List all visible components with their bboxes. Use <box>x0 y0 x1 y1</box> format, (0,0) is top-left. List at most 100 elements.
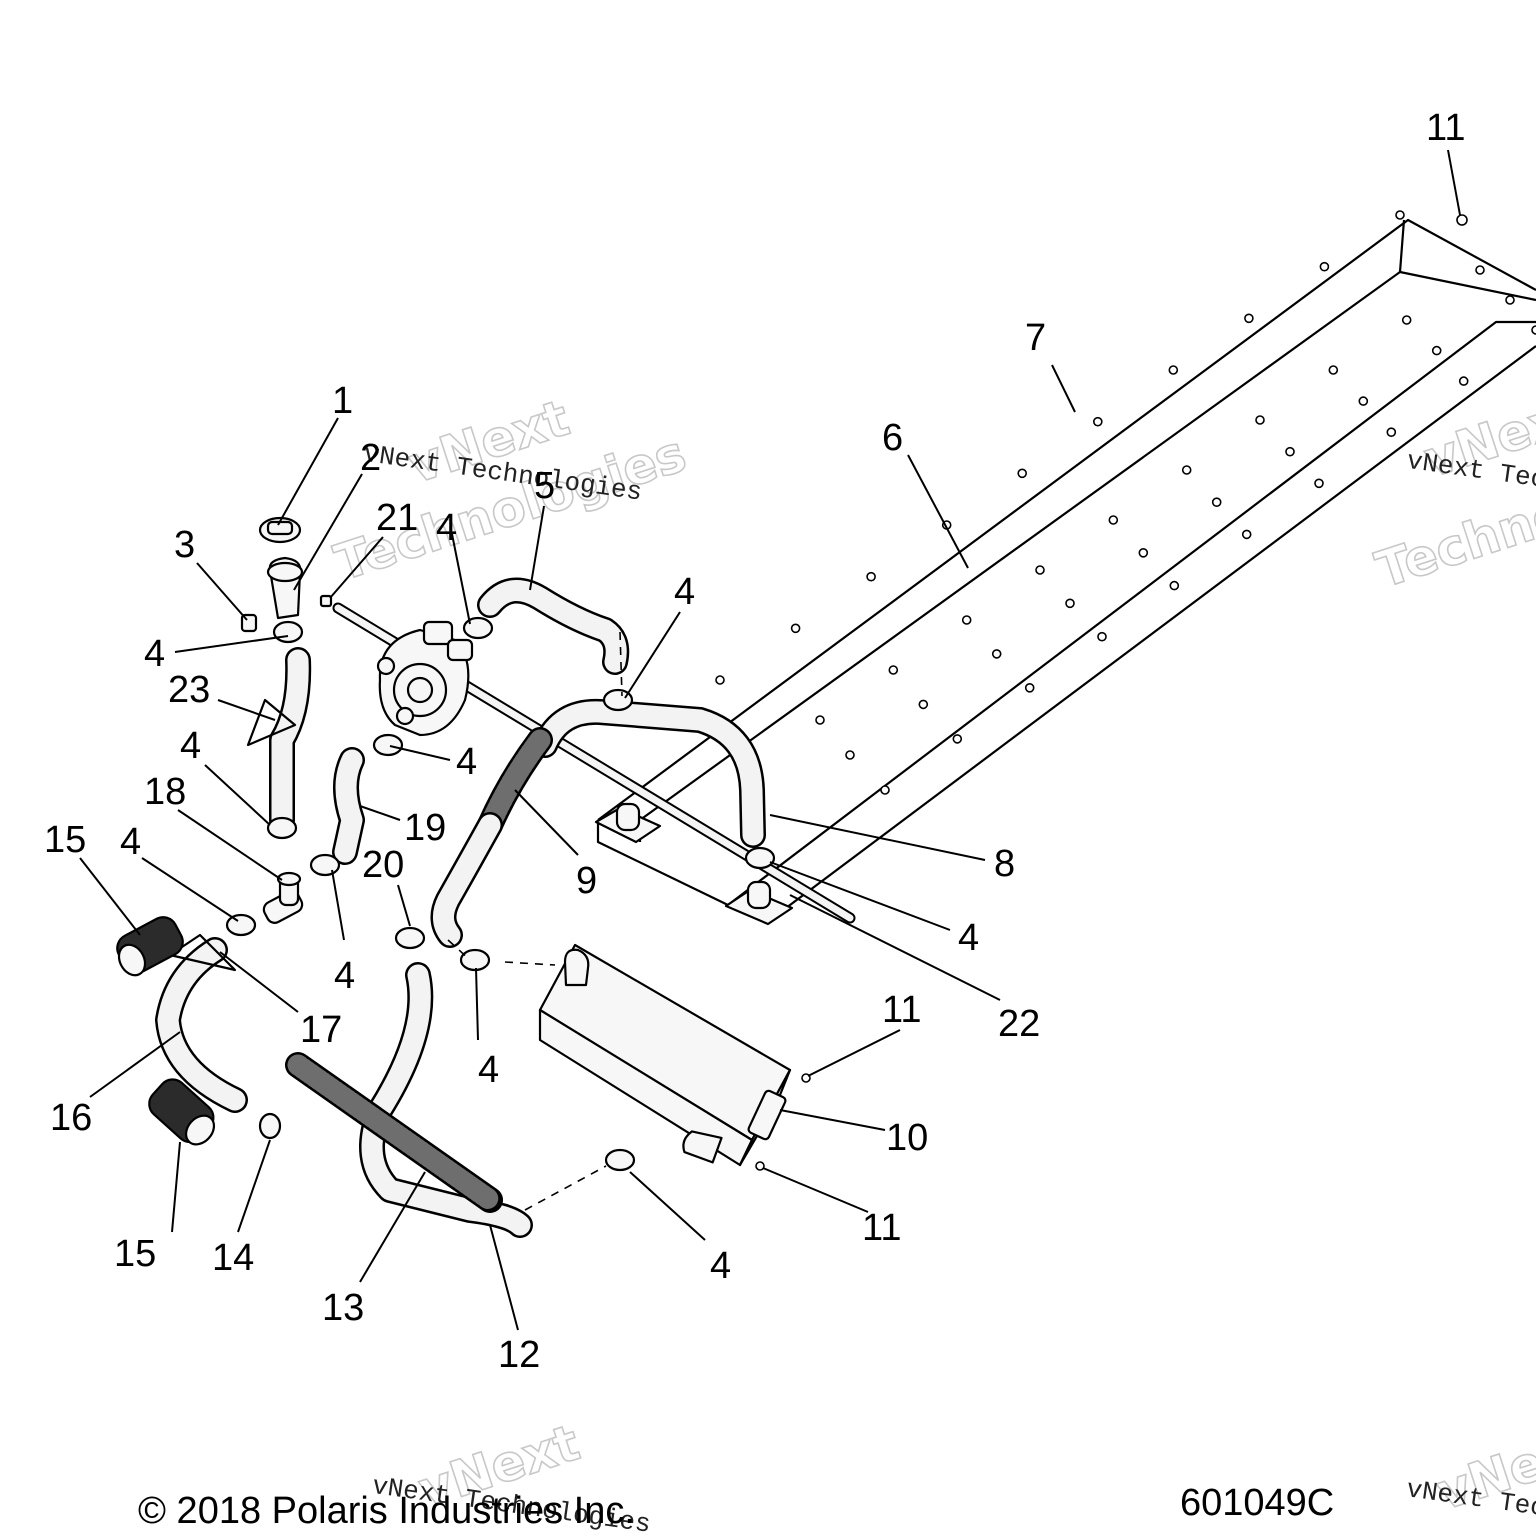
hose-clamp-group <box>225 616 776 1172</box>
rivet <box>1168 365 1179 375</box>
callout-18: 18 <box>144 771 186 813</box>
callout-21: 21 <box>376 497 418 539</box>
pipe-12 <box>359 962 533 1238</box>
rivet <box>1531 325 1536 335</box>
callout-15: 15 <box>114 1233 156 1275</box>
rivet <box>1328 365 1339 375</box>
rivet <box>1431 345 1442 356</box>
callout-labels: 1 2 3 4 4 4 4 4 4 4 4 4 4 4 5 6 7 8 9 10… <box>44 107 1465 1376</box>
rivet <box>1138 547 1149 558</box>
coupler-15-top <box>116 916 184 977</box>
rivet <box>888 665 899 675</box>
rivet <box>1255 415 1265 425</box>
hose-16 <box>155 933 248 1113</box>
hose-clamp <box>462 616 494 640</box>
rivet <box>1035 565 1045 575</box>
rivet <box>845 750 855 760</box>
fastener-11-top <box>1456 214 1468 226</box>
rivet <box>880 785 890 795</box>
callout-4: 4 <box>144 633 165 675</box>
callout-9: 9 <box>576 860 597 902</box>
rivet <box>1475 265 1485 275</box>
callout-20: 20 <box>362 844 404 886</box>
callout-4: 4 <box>478 1049 499 1091</box>
callout-15: 15 <box>44 819 86 861</box>
callout-12: 12 <box>498 1334 540 1376</box>
hose-clamp <box>604 1148 636 1172</box>
rivet <box>1285 446 1295 457</box>
rivet <box>1358 396 1369 406</box>
rivet <box>1319 261 1330 272</box>
flow-lines <box>447 631 623 1211</box>
hose-9 <box>430 727 553 948</box>
rivet <box>790 623 801 634</box>
rivet <box>1108 515 1119 525</box>
callout-4: 4 <box>436 507 457 549</box>
callout-6: 6 <box>882 417 903 459</box>
callout-14: 14 <box>212 1237 254 1279</box>
rivet <box>1386 427 1397 438</box>
rivet-group <box>715 210 1536 795</box>
rivet <box>715 675 725 685</box>
tee-fitting <box>262 871 304 924</box>
clamp-14 <box>258 1112 282 1140</box>
rivet <box>1314 478 1324 489</box>
hose-clamp <box>459 948 491 972</box>
leader-lines <box>79 149 1461 1331</box>
tunnel-channel <box>594 218 1536 926</box>
callout-8: 8 <box>994 843 1015 885</box>
callout-4: 4 <box>674 571 695 613</box>
callout-10: 10 <box>886 1117 928 1159</box>
rivet <box>1395 210 1405 220</box>
corrugated-sleeve-13 <box>285 1052 503 1213</box>
rivet <box>1065 598 1075 609</box>
hose-clamp <box>602 688 634 712</box>
rivet <box>1244 313 1254 324</box>
heat-exchanger <box>538 943 792 1167</box>
rivet <box>1211 497 1222 508</box>
callout-4: 4 <box>180 725 201 767</box>
callout-4: 4 <box>710 1245 731 1287</box>
rivet <box>961 615 972 625</box>
rivet <box>1181 465 1192 475</box>
hose-23 <box>246 647 312 833</box>
callout-4: 4 <box>958 917 979 959</box>
rivet <box>1458 376 1469 386</box>
drawing-number: 601049C <box>1180 1482 1334 1524</box>
rivet <box>1241 529 1252 540</box>
rivet <box>1093 416 1103 427</box>
callout-11: 11 <box>882 989 921 1031</box>
hose-19 <box>332 747 365 865</box>
callout-4: 4 <box>120 821 141 863</box>
hose-clamp <box>272 620 304 644</box>
rivet <box>1401 315 1412 325</box>
coupler-15-bottom <box>148 1078 216 1146</box>
rivet <box>1169 580 1180 591</box>
rivet <box>866 571 876 582</box>
callout-7: 7 <box>1025 317 1046 359</box>
fastener-11-low <box>755 1161 765 1171</box>
footer: © 2018 Polaris Industries Inc. 601049C <box>138 1482 1334 1532</box>
rivet <box>1505 295 1515 305</box>
callout-17: 17 <box>300 1009 342 1051</box>
callout-22: 22 <box>998 1003 1040 1045</box>
callout-4: 4 <box>334 955 355 997</box>
pipe-8 <box>532 698 766 848</box>
callout-23: 23 <box>168 669 210 711</box>
rivet <box>952 734 963 744</box>
hose-clamp <box>372 733 404 757</box>
callout-19: 19 <box>404 807 446 849</box>
hose-5 <box>477 577 630 675</box>
fastener-21 <box>319 594 333 608</box>
hose-clamp <box>744 846 776 870</box>
callout-11: 11 <box>862 1207 901 1249</box>
callout-3: 3 <box>174 524 195 566</box>
rivet <box>1017 468 1028 479</box>
callout-4: 4 <box>456 741 477 783</box>
water-pump <box>376 620 474 737</box>
rivet <box>991 649 1002 659</box>
watermark-group: vNext Technologies vNext Technologies vN… <box>327 382 1536 1536</box>
rivet <box>1097 631 1107 642</box>
callout-5: 5 <box>534 465 555 507</box>
